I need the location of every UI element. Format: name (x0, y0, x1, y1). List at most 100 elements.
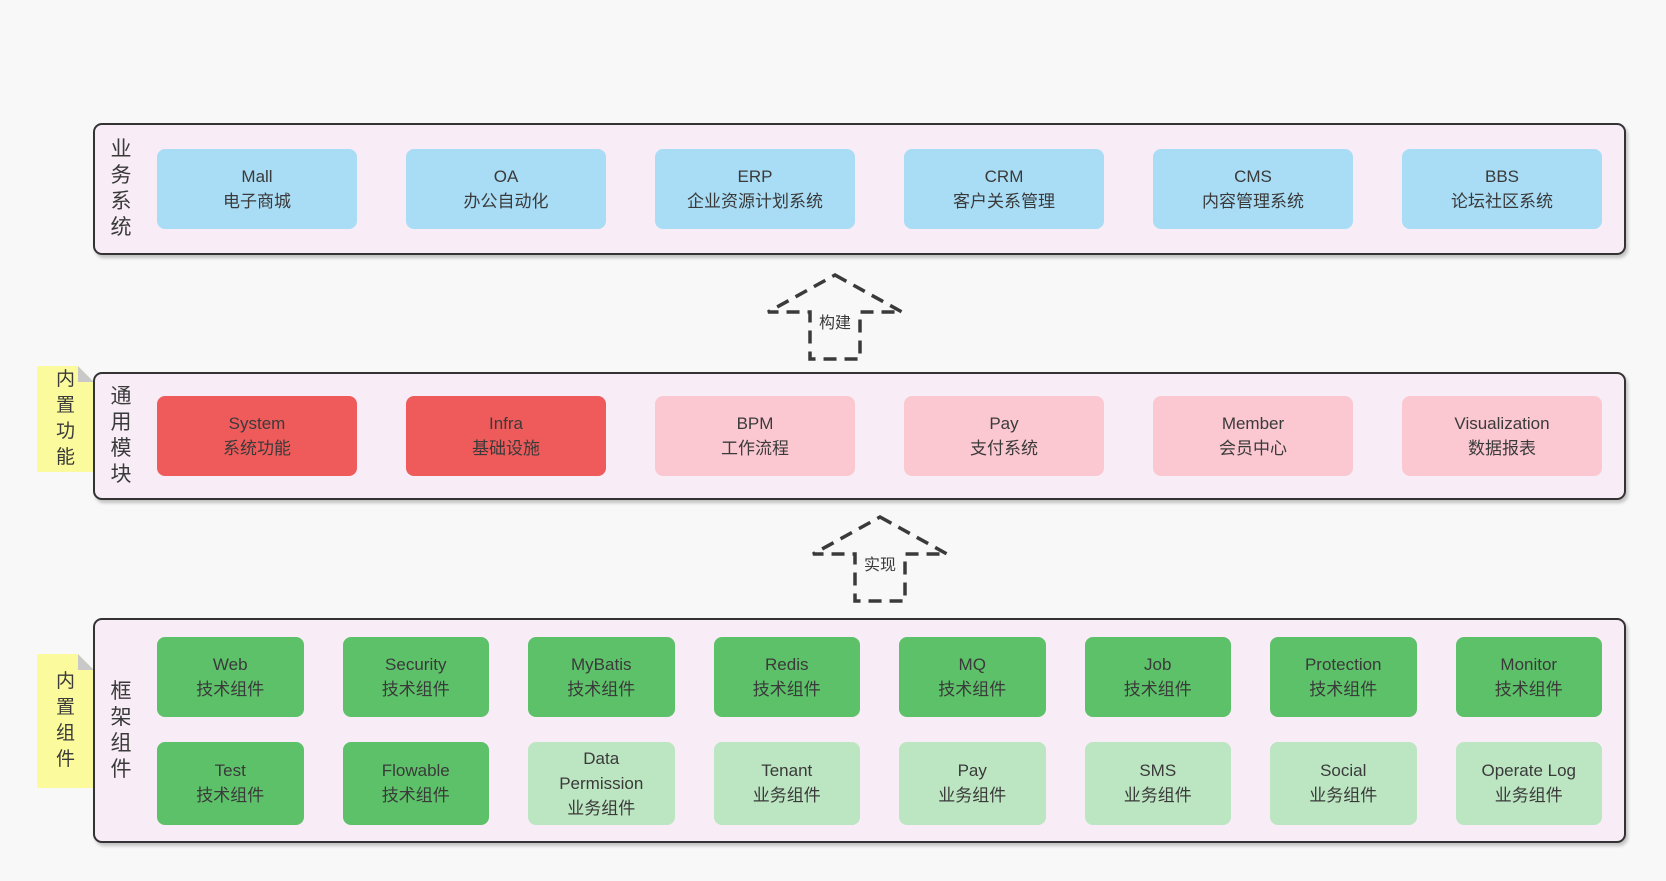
component-box-oa: OA 办公自动化 (406, 149, 606, 229)
component-box-security: Security 技术组件 (342, 636, 489, 717)
box-title: OA (493, 167, 519, 186)
box-subtitle: 技术组件 (1309, 679, 1378, 699)
component-box-bbs: BBS 论坛社区系统 (1402, 149, 1602, 229)
layer-label-common-modules: 通用模块 (110, 385, 132, 486)
component-box-data-permission: Data Permission 业务组件 (528, 741, 675, 825)
box-subtitle: 技术组件 (381, 786, 450, 805)
box-title: Member (1221, 414, 1285, 433)
box-title: BBS (1484, 167, 1520, 186)
box-subtitle: 电子商城 (223, 192, 291, 211)
note-fold-icon (78, 654, 94, 670)
box-subtitle: 办公自动化 (463, 192, 549, 211)
component-box-flowable: Flowable 技术组件 (342, 741, 489, 825)
component-box-sms: SMS 业务组件 (1084, 741, 1231, 825)
arrow-build: 构建 (765, 272, 905, 362)
box-subtitle: 业务组件 (752, 786, 821, 805)
box-title: Protection (1304, 654, 1382, 674)
box-title: Mall (241, 167, 273, 186)
box-title: Test (214, 761, 246, 780)
layer-business-systems: 业务系统 Mall 电子商城 OA 办公自动化 ERP 企业资源计划系统 CRM 客户关系管理… (93, 123, 1626, 255)
box-subtitle: 论坛社区系统 (1451, 192, 1553, 211)
box-title: Web (212, 654, 248, 674)
sticky-note-label: 内置组件 (55, 671, 75, 770)
sticky-note-label: 内置功能 (55, 369, 75, 468)
sticky-note-builtin-features: 内置功能 (37, 366, 94, 472)
arrow-build-label: 构建 (815, 308, 855, 334)
box-title: Social (1320, 761, 1367, 780)
component-box-member: Member 会员中心 (1153, 396, 1353, 476)
box-subtitle: 技术组件 (1123, 679, 1192, 699)
box-title: Flowable (381, 761, 450, 780)
box-subtitle: 支付系统 (970, 439, 1038, 458)
up-arrow-icon (812, 515, 948, 603)
arrow-implement: 实现 (810, 514, 950, 604)
box-title: Redis (765, 654, 809, 674)
box-title: Data Permission (559, 748, 644, 793)
up-arrow-icon (767, 273, 903, 361)
box-title: BPM (736, 414, 774, 433)
box-subtitle: 业务组件 (567, 798, 636, 818)
box-subtitle: 技术组件 (1494, 679, 1563, 699)
box-subtitle: 技术组件 (381, 679, 450, 699)
sticky-note-builtin-components: 内置组件 (37, 654, 94, 788)
box-title: SMS (1139, 761, 1177, 780)
box-title: CRM (984, 167, 1024, 186)
business-systems-row: Mall 电子商城 OA 办公自动化 ERP 企业资源计划系统 CRM 客户关系管理 CMS 内容… (157, 149, 1602, 229)
component-box-monitor: Monitor 技术组件 (1455, 636, 1602, 717)
box-subtitle: 技术组件 (752, 679, 821, 699)
component-box-mq: MQ 技术组件 (899, 636, 1046, 717)
box-title: Infra (488, 414, 524, 433)
box-subtitle: 企业资源计划系统 (687, 192, 823, 211)
box-title: Job (1144, 654, 1172, 674)
component-box-job: Job 技术组件 (1084, 636, 1231, 717)
component-box-operate-log: Operate Log 业务组件 (1455, 741, 1602, 825)
box-title: CMS (1234, 167, 1272, 186)
box-subtitle: 业务组件 (1309, 786, 1378, 805)
box-subtitle: 技术组件 (567, 679, 636, 699)
layer-label-business-systems: 业务系统 (110, 138, 132, 239)
component-box-mybatis: MyBatis 技术组件 (528, 636, 675, 717)
box-title: Visualization (1454, 414, 1550, 433)
box-title: Tenant (761, 761, 813, 780)
component-box-visualization: Visualization 数据报表 (1402, 396, 1602, 476)
box-subtitle: 客户关系管理 (953, 192, 1055, 211)
box-title: Operate Log (1481, 761, 1576, 780)
box-subtitle: 业务组件 (1494, 786, 1563, 805)
component-box-web: Web 技术组件 (157, 636, 304, 717)
box-title: Pay (989, 414, 1019, 433)
box-subtitle: 技术组件 (196, 679, 265, 699)
component-box-pay: Pay 支付系统 (904, 396, 1104, 476)
component-box-redis: Redis 技术组件 (713, 636, 860, 717)
box-subtitle: 业务组件 (1123, 786, 1192, 805)
box-subtitle: 会员中心 (1219, 439, 1287, 458)
box-subtitle: 数据报表 (1468, 439, 1536, 458)
component-box-mall: Mall 电子商城 (157, 149, 357, 229)
box-title: MQ (958, 654, 986, 674)
component-box-pay: Pay 业务组件 (899, 741, 1046, 825)
box-subtitle: 业务组件 (938, 786, 1007, 805)
box-title: ERP (737, 167, 773, 186)
note-fold-icon (78, 366, 94, 382)
box-title: Monitor (1500, 654, 1558, 674)
component-box-infra: Infra 基础设施 (406, 396, 606, 476)
layer-label-framework-components: 框架组件 (110, 679, 132, 781)
component-box-tenant: Tenant 业务组件 (713, 741, 860, 825)
box-title: System (228, 414, 286, 433)
box-subtitle: 系统功能 (223, 439, 291, 458)
component-box-crm: CRM 客户关系管理 (904, 149, 1104, 229)
component-box-protection: Protection 技术组件 (1270, 636, 1417, 717)
box-subtitle: 工作流程 (721, 439, 789, 458)
box-title: MyBatis (571, 654, 632, 674)
layer-common-modules: 通用模块 System 系统功能 Infra 基础设施 BPM 工作流程 Pay 支付系统 Me… (93, 372, 1626, 500)
arrow-implement-label: 实现 (860, 550, 900, 576)
box-subtitle: 技术组件 (938, 679, 1007, 699)
box-subtitle: 基础设施 (472, 439, 540, 458)
box-title: Security (385, 654, 447, 674)
box-subtitle: 内容管理系统 (1202, 192, 1304, 211)
box-title: Pay (957, 761, 987, 780)
